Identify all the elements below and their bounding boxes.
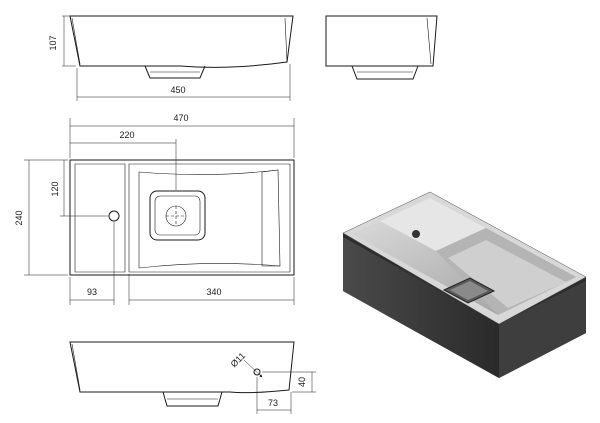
dim-plan-drain-offset: 220: [119, 130, 134, 140]
dim-front-width: 450: [170, 85, 185, 95]
front-elevation-view: 107 450: [48, 15, 294, 101]
bottom-elevation-view: Ø11 40 73: [69, 341, 316, 414]
dim-plan-hole-x: 93: [87, 287, 97, 297]
dim-plan-height: 240: [14, 210, 24, 225]
isometric-render: [342, 191, 587, 378]
dim-front-height: 107: [48, 35, 58, 50]
dim-plan-bowl-width: 340: [206, 287, 221, 297]
dim-hole-offset: 73: [268, 398, 278, 408]
side-elevation-view: [325, 15, 438, 80]
dim-plan-total-width: 470: [173, 113, 188, 123]
plan-view: 470 220 240 120 93 340: [14, 113, 295, 305]
dim-hole-height: 40: [297, 377, 307, 387]
dim-plan-hole-y: 120: [50, 181, 60, 196]
dim-hole-diameter: Ø11: [229, 351, 248, 370]
